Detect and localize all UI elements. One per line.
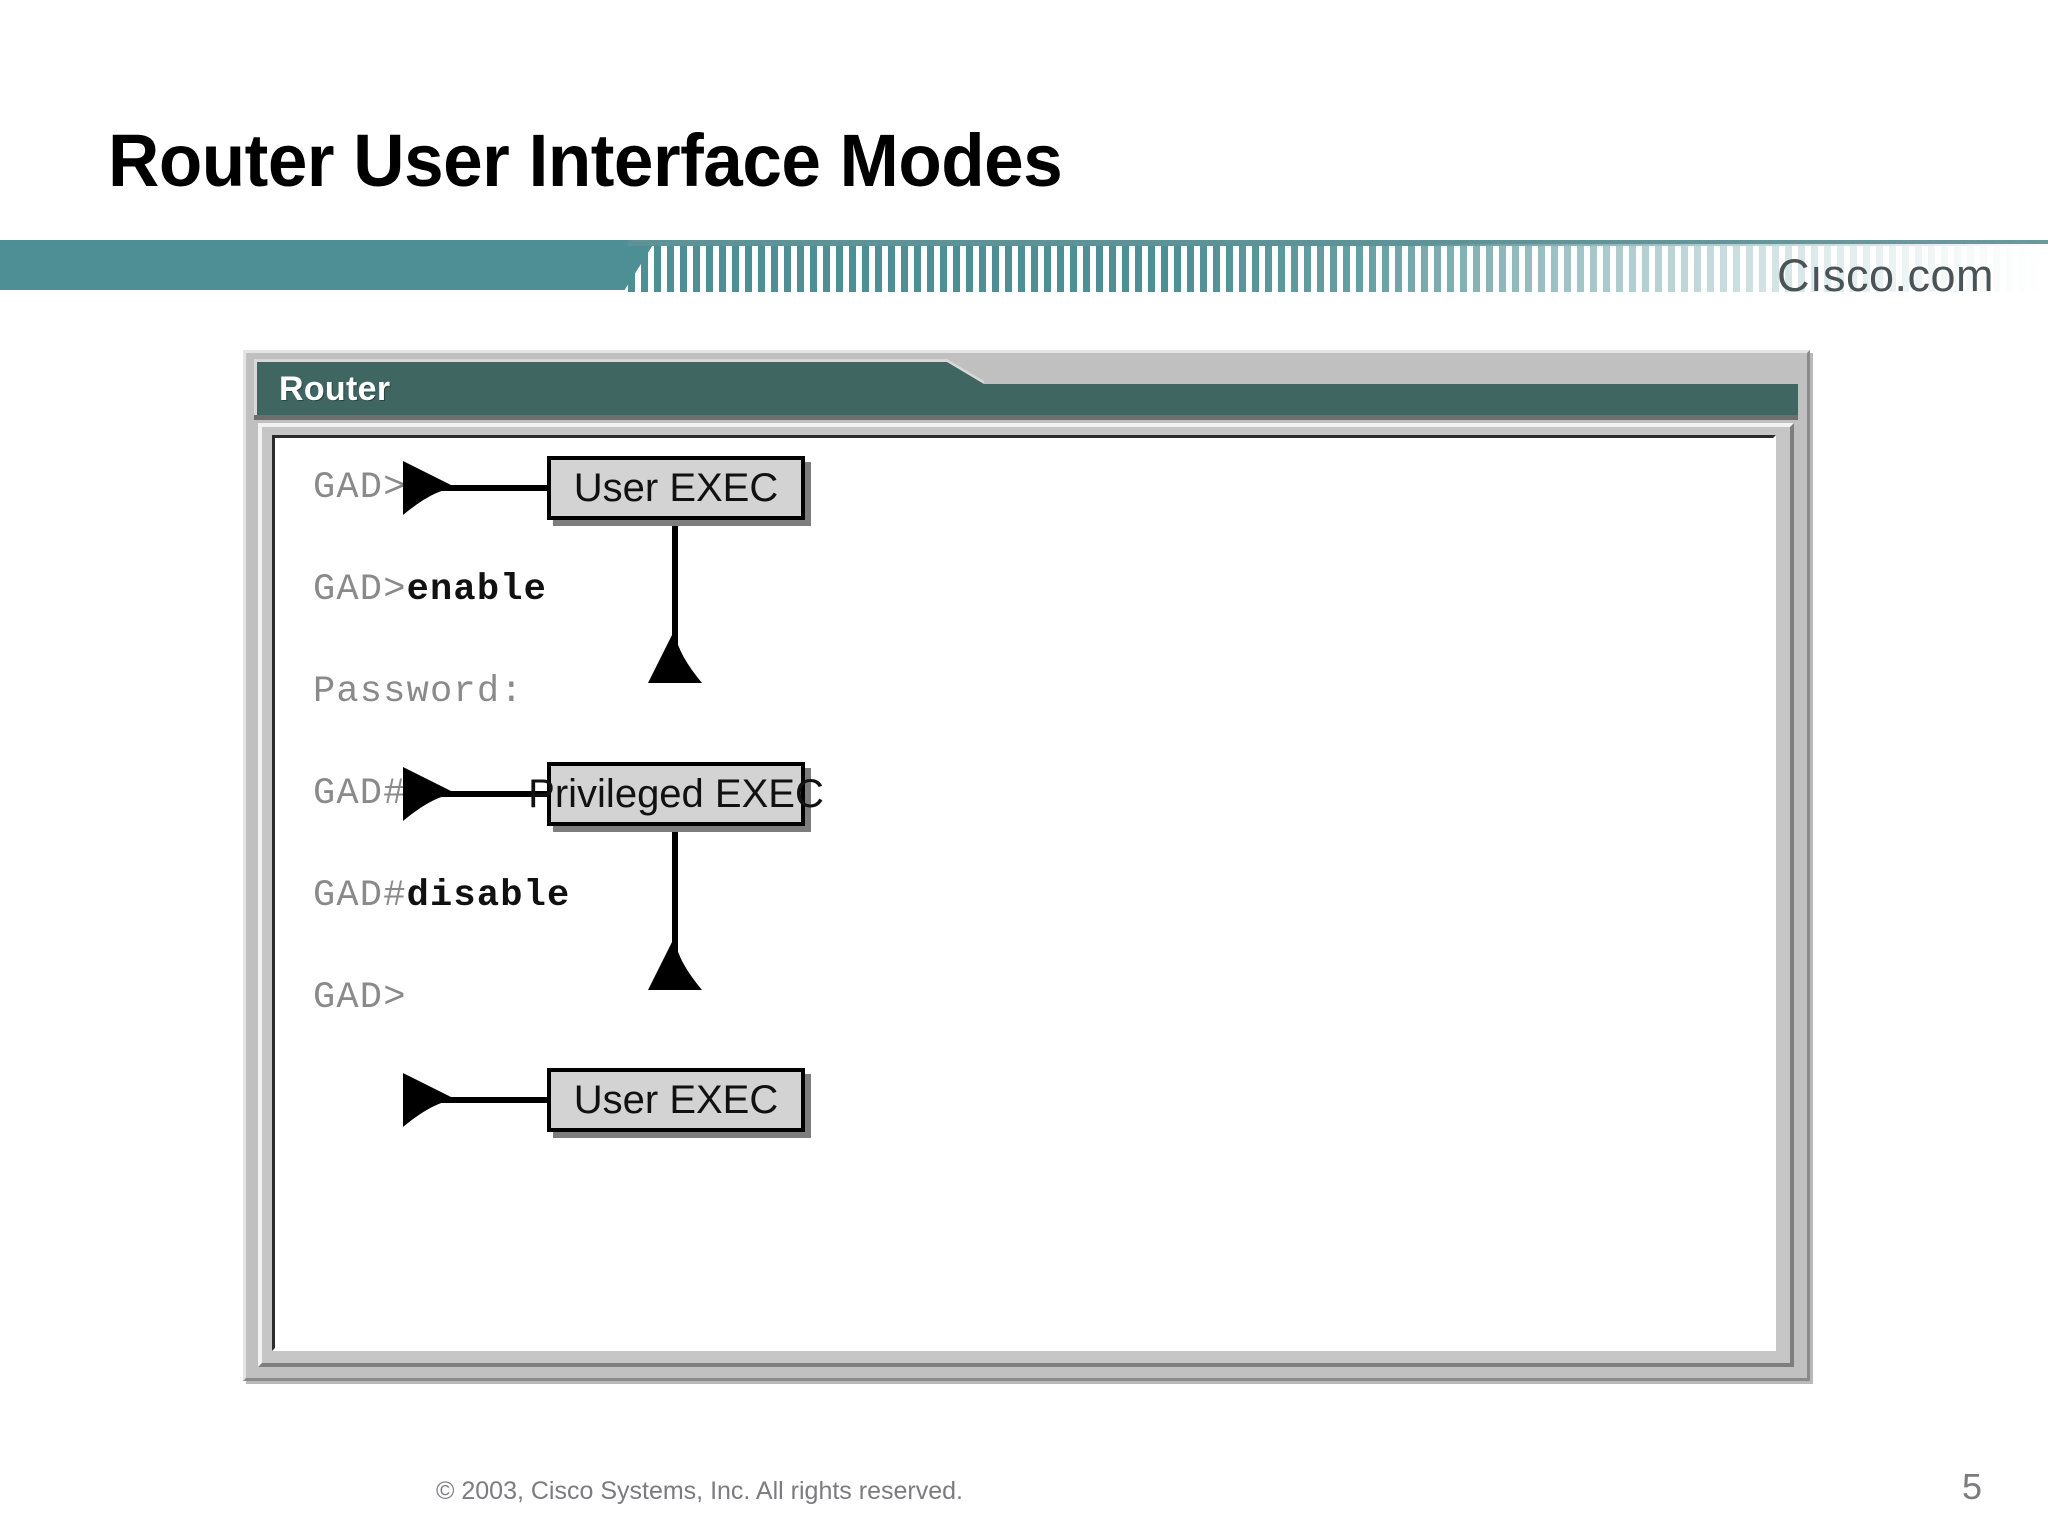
titlebar-shadow-rule <box>254 415 1798 420</box>
terminal-line-disable: GAD#disable <box>313 874 570 918</box>
command-text: disable <box>406 875 571 917</box>
terminal-panel-frame: GAD> GAD>enable Password: GAD# GAD#disab… <box>258 423 1794 1367</box>
terminal-canvas: GAD> GAD>enable Password: GAD# GAD#disab… <box>272 435 1776 1351</box>
mode-box-label: User EXEC <box>573 466 779 510</box>
cisco-com-wordmark: Cısco.com <box>1776 250 1994 301</box>
terminal-line-enable: GAD>enable <box>313 568 547 612</box>
banner-solid-block <box>0 240 620 290</box>
command-text: enable <box>406 569 548 611</box>
prompt-text: GAD> <box>313 569 407 611</box>
brand-banner <box>0 240 2048 296</box>
terminal-line-user-prompt-2: GAD> <box>313 977 407 1019</box>
page-title: Router User Interface Modes <box>108 119 1063 202</box>
terminal-line-user-prompt-1: GAD> <box>313 467 407 509</box>
titlebar-tab: Router <box>257 362 1798 415</box>
window-title-label: Router <box>279 370 391 408</box>
mode-box-user-exec-bottom[interactable]: User EXEC <box>547 1068 805 1132</box>
banner-stripe-pattern <box>628 246 2048 292</box>
prompt-text: GAD# <box>313 875 407 917</box>
window-titlebar: Router <box>254 359 1798 415</box>
terminal-line-privileged-prompt: GAD# <box>313 773 407 815</box>
mode-box-label: Privileged EXEC <box>528 772 824 816</box>
mode-box-label: User EXEC <box>573 1078 779 1122</box>
slide-page-number: 5 <box>1961 1466 1982 1507</box>
mode-box-privileged-exec[interactable]: Privileged EXEC <box>528 762 824 826</box>
router-window: Router GAD> GAD>enable Password: GAD# GA… <box>243 350 1810 1381</box>
copyright-notice: © 2003, Cisco Systems, Inc. All rights r… <box>436 1477 963 1505</box>
mode-box-user-exec-top[interactable]: User EXEC <box>547 456 805 520</box>
banner-stripe-cap <box>628 240 2048 246</box>
terminal-line-password: Password: <box>313 671 524 713</box>
